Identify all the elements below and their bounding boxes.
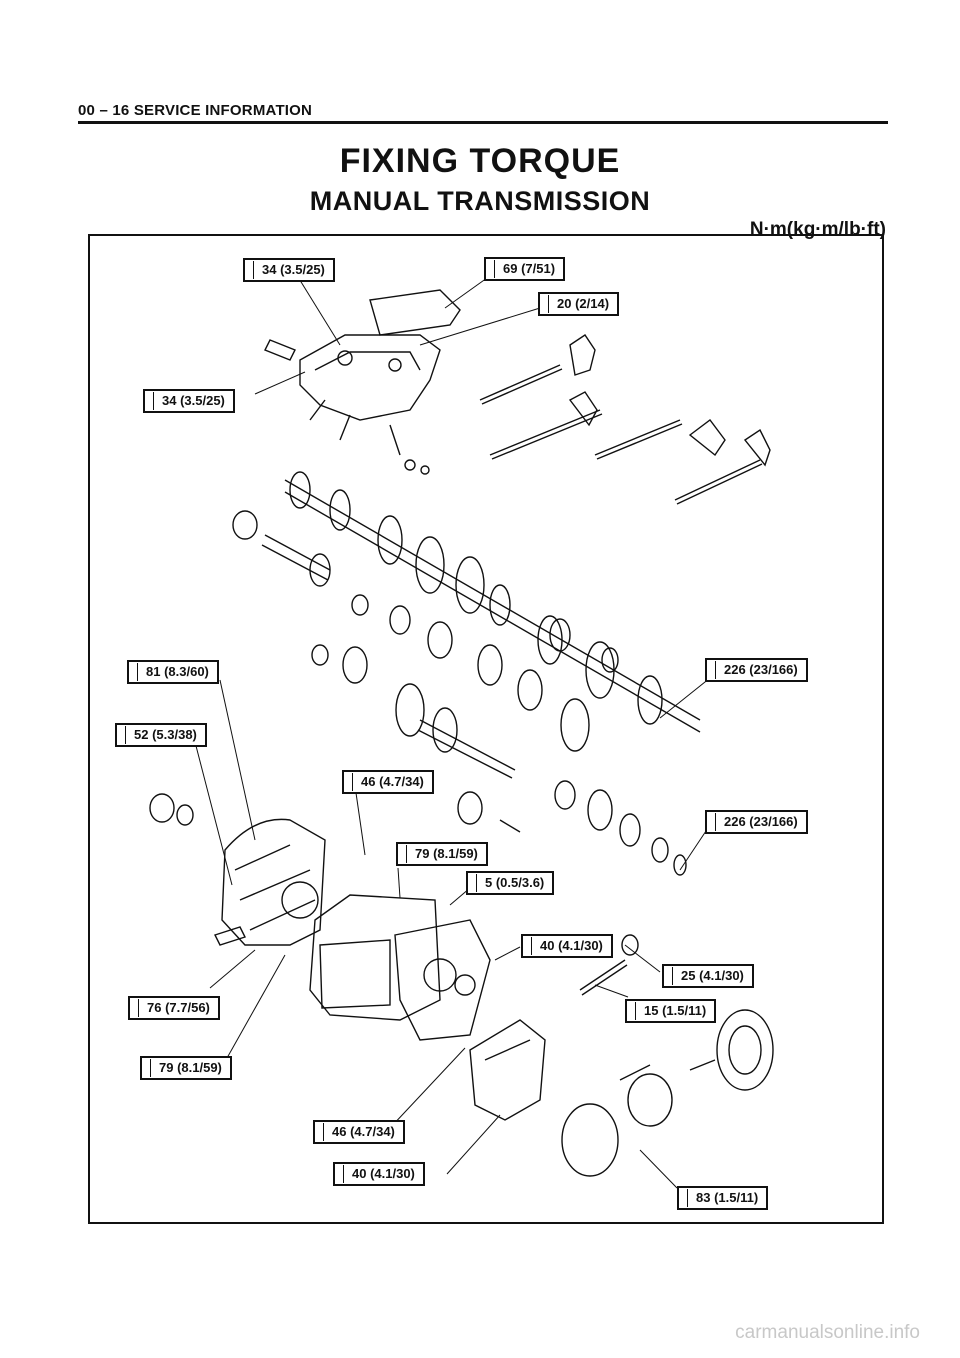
torque-callout: 81 (8.3/60): [127, 660, 219, 684]
torque-callout: 46 (4.7/34): [342, 770, 434, 794]
torque-callout: 20 (2/14): [538, 292, 620, 316]
reverse-gears: [457, 780, 687, 876]
torque-value: 40 (4.1/30): [343, 1165, 415, 1183]
torque-callout: 25 (4.1/30): [662, 964, 754, 988]
torque-value: 46 (4.7/34): [352, 773, 424, 791]
torque-callout: 226 (23/166): [705, 658, 808, 682]
watermark: carmanualsonline.info: [735, 1322, 920, 1343]
clutch-housing: [149, 793, 326, 946]
diagram-frame: [88, 234, 884, 1224]
torque-value: 226 (23/166): [715, 813, 798, 831]
torque-callout: 40 (4.1/30): [333, 1162, 425, 1186]
torque-callout: 79 (8.1/59): [140, 1056, 232, 1080]
torque-value: 226 (23/166): [715, 661, 798, 679]
parking-brake: [561, 1009, 774, 1177]
torque-value: 79 (8.1/59): [150, 1059, 222, 1077]
torque-callout: 15 (1.5/11): [625, 999, 717, 1023]
torque-callout: 52 (5.3/38): [115, 723, 207, 747]
leader-lines: [194, 276, 711, 1189]
torque-value: 46 (4.7/34): [323, 1123, 395, 1141]
torque-value: 5 (0.5/3.6): [476, 874, 544, 892]
extension-housing: [469, 1019, 546, 1121]
torque-value: 34 (3.5/25): [253, 261, 325, 279]
input-shaft: [232, 510, 331, 587]
section-header: 00 – 16 SERVICE INFORMATION: [78, 102, 313, 119]
torque-callout: 79 (8.1/59): [396, 842, 488, 866]
page-subtitle: MANUAL TRANSMISSION: [309, 186, 651, 216]
torque-callout: 76 (7.7/56): [128, 996, 220, 1020]
torque-value: 40 (4.1/30): [531, 937, 603, 955]
torque-callout: 34 (3.5/25): [143, 389, 235, 413]
torque-callout: 40 (4.1/30): [521, 934, 613, 958]
main-shaft: [284, 471, 701, 733]
torque-value: 81 (8.3/60): [137, 663, 209, 681]
torque-value: 79 (8.1/59): [406, 845, 478, 863]
torque-callout: 34 (3.5/25): [243, 258, 335, 282]
torque-value: 20 (2/14): [548, 295, 609, 313]
torque-callout: 46 (4.7/34): [313, 1120, 405, 1144]
torque-value: 15 (1.5/11): [635, 1002, 706, 1020]
torque-callout: 69 (7/51): [484, 257, 566, 281]
torque-value: 52 (5.3/38): [125, 726, 197, 744]
torque-value: 76 (7.7/56): [138, 999, 210, 1017]
shift-cover-assembly: [264, 289, 461, 475]
torque-callout: 226 (23/166): [705, 810, 808, 834]
torque-callout: 5 (0.5/3.6): [466, 871, 555, 895]
speedometer-parts: [579, 934, 639, 996]
torque-callout: 83 (1.5/11): [677, 1186, 769, 1210]
header-rule: [78, 121, 888, 124]
page-title: FIXING TORQUE: [339, 142, 621, 180]
shift-rails: [479, 334, 771, 505]
transmission-case: [309, 894, 491, 1041]
torque-value: 69 (7/51): [494, 260, 555, 278]
torque-value: 83 (1.5/11): [687, 1189, 758, 1207]
torque-value: 25 (4.1/30): [672, 967, 744, 985]
torque-value: 34 (3.5/25): [153, 392, 225, 410]
counter-shaft: [311, 594, 619, 779]
